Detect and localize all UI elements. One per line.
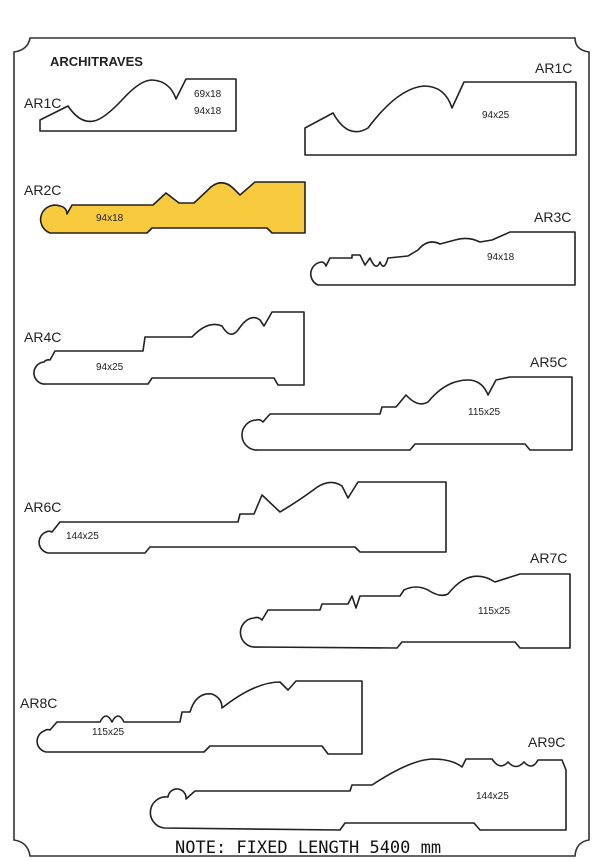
profile-code: AR6C	[24, 499, 61, 515]
profile-size: 94x18	[194, 106, 222, 117]
profile-ar7c	[239, 573, 571, 649]
profile-ar3c	[309, 231, 576, 286]
profile-size: 94x18	[487, 252, 515, 263]
profile-size: 94x25	[482, 110, 510, 121]
profile-code: AR2C	[24, 182, 61, 198]
profile-size: 94x18	[96, 213, 124, 224]
profile-size: 115x25	[468, 407, 501, 418]
profile-code: AR1C	[535, 60, 572, 76]
profile-ar1c-large	[304, 81, 577, 156]
profile-code: AR4C	[24, 329, 61, 345]
profile-code: AR5C	[530, 354, 567, 370]
sheet-title: ARCHITRAVES	[50, 54, 143, 69]
profile-ar2c	[39, 181, 306, 234]
profile-ar1c-small	[39, 78, 237, 132]
profile-ar6c	[38, 481, 447, 554]
profile-code: AR9C	[528, 734, 565, 750]
profile-size: 69x18	[194, 89, 222, 100]
profile-ar8c	[36, 680, 363, 755]
profile-ar9c	[149, 758, 567, 831]
profile-size: 115x25	[478, 606, 511, 617]
profile-code: AR8C	[20, 695, 57, 711]
profile-code: AR7C	[530, 550, 567, 566]
profile-size: 115x25	[92, 727, 125, 738]
profile-size: 94x25	[96, 362, 124, 373]
profile-size: 144x25	[66, 531, 99, 542]
profile-size: 144x25	[476, 791, 509, 802]
profile-code: AR3C	[534, 209, 571, 225]
profile-ar4c	[33, 311, 305, 386]
profile-ar5c	[241, 376, 573, 451]
profile-code: AR1C	[24, 95, 61, 111]
note-fixed-length: NOTE: FIXED LENGTH 5400 mm	[175, 838, 441, 858]
page-frame	[13, 37, 590, 857]
